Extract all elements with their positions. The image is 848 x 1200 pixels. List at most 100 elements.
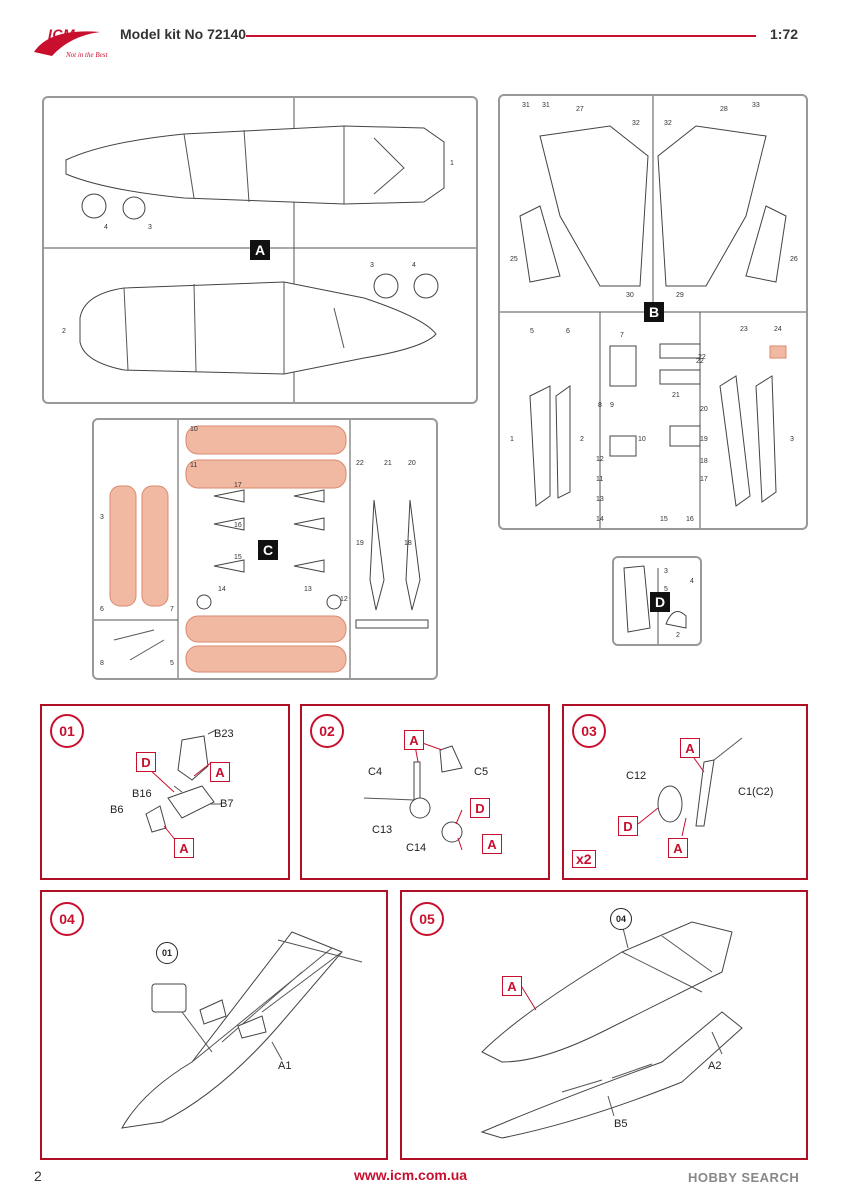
part-number: 4: [690, 578, 694, 585]
step-01-badge: 01: [50, 714, 84, 748]
part-number: 23: [740, 326, 748, 333]
part-number: 1: [450, 160, 454, 167]
part-number: 17: [700, 476, 708, 483]
part-number: 1: [510, 436, 514, 443]
part-number: 14: [218, 586, 226, 593]
step-03-multiplier: x2: [572, 850, 596, 868]
step-03-tag-a: A: [668, 838, 688, 858]
step-02-label: C5: [474, 766, 489, 778]
part-number: 19: [356, 540, 364, 547]
step-03-tag-a: A: [680, 738, 700, 758]
page-number: 2: [34, 1168, 42, 1184]
part-number: 11: [596, 476, 604, 483]
part-number: 2: [62, 328, 66, 335]
part-number: 22: [696, 358, 704, 365]
step-01-label: B6: [110, 804, 124, 816]
step-05-panel: 05 04 A A2 B5: [400, 890, 808, 1160]
sprue-a: 1 4 3 2 3 4 A: [42, 96, 478, 404]
part-number: 17: [234, 482, 242, 489]
part-number: 33: [752, 102, 760, 109]
step-01-tag-d: D: [136, 752, 156, 772]
step-02-label: C14: [406, 842, 427, 854]
part-number: 12: [596, 456, 604, 463]
part-number: 10: [190, 426, 198, 433]
part-number: 21: [384, 460, 392, 467]
step-05-label: B5: [614, 1118, 628, 1130]
step-05-badge: 05: [410, 902, 444, 936]
brand-name: ICM: [48, 26, 76, 42]
step-03-drawing: [637, 737, 743, 837]
step-02-label: C13: [372, 824, 393, 836]
part-number: 13: [304, 586, 312, 593]
part-number: 21: [672, 392, 680, 399]
part-number: 6: [566, 328, 570, 335]
part-number: 13: [596, 496, 604, 503]
part-number: 5: [170, 660, 174, 667]
part-number: 27: [576, 106, 584, 113]
step-02-badge: 02: [310, 714, 344, 748]
step-04-panel: 04 01 A1: [40, 890, 388, 1160]
part-number: 4: [412, 262, 416, 269]
part-number: 22: [356, 460, 364, 467]
step-01-label: B7: [220, 798, 234, 810]
part-number: 3: [100, 514, 104, 521]
part-number: 32: [664, 120, 672, 127]
part-number: 28: [720, 106, 728, 113]
part-number: 3: [790, 436, 794, 443]
part-number: 7: [620, 332, 624, 339]
part-number: 32: [632, 120, 640, 127]
step-05-label: A2: [708, 1060, 722, 1072]
header-divider: [246, 35, 756, 37]
part-number: 31: [522, 102, 530, 109]
icm-logo: ICM Not in the Best: [30, 22, 112, 66]
part-number: 26: [790, 256, 798, 263]
sprue-d: 3 4 5 2 1 D: [612, 556, 702, 646]
sprue-c-parts: [94, 420, 429, 678]
kit-title: Model kit No 72140: [120, 26, 247, 42]
part-number: 29: [676, 292, 684, 299]
scale-label: 1:72: [770, 26, 799, 42]
part-number: 7: [170, 606, 174, 613]
step-01-label: B23: [214, 728, 234, 740]
step-01-tag-a: A: [210, 762, 230, 782]
watermark: HOBBY SEARCH: [688, 1170, 800, 1185]
step-02-tag-d: D: [470, 798, 490, 818]
part-number: 2: [676, 632, 680, 639]
part-number: 18: [700, 458, 708, 465]
step-01-label: B16: [132, 788, 152, 800]
step-03-badge: 03: [572, 714, 606, 748]
part-number: 25: [510, 256, 518, 263]
part-number: 2: [580, 436, 584, 443]
step-01-drawing: [145, 729, 222, 847]
step-03-label: C1(C2): [738, 786, 774, 798]
sprue-b: 31 31 27 32 32 28 33 25 30 29 26 5 6 7 2…: [498, 94, 808, 530]
sprue-a-parts: [44, 98, 476, 402]
part-number: 3: [664, 568, 668, 575]
part-number: 16: [234, 522, 242, 529]
step-05-drawing: [480, 921, 743, 1139]
step-02-panel: 02 C4 C5 C13 C14 A D A: [300, 704, 550, 880]
part-number: 11: [190, 462, 198, 469]
step-05-ref-badge: 04: [610, 908, 632, 930]
sprue-letter-d: D: [650, 592, 670, 612]
part-number: 3: [148, 224, 152, 231]
sprue-letter-b: B: [644, 302, 664, 322]
step-02-tag-a: A: [404, 730, 424, 750]
part-number: 20: [408, 460, 416, 467]
brand-tagline: Not in the Best: [66, 51, 108, 59]
part-number: 19: [700, 436, 708, 443]
step-03-panel: 03 C12 C1(C2) A D A x2: [562, 704, 808, 880]
part-number: 20: [700, 406, 708, 413]
sprue-d-parts: [623, 565, 687, 644]
part-number: 14: [596, 516, 604, 523]
website-url: www.icm.com.ua: [354, 1167, 468, 1183]
part-number: 8: [100, 660, 104, 667]
part-number: 9: [610, 402, 614, 409]
step-02-drawing: [363, 739, 463, 851]
step-02-label: C4: [368, 766, 383, 778]
sprue-letter-c: C: [258, 540, 278, 560]
part-number: 15: [234, 554, 242, 561]
step-04-ref-badge: 01: [156, 942, 178, 964]
part-number: 5: [664, 586, 668, 593]
part-number: 8: [598, 402, 602, 409]
